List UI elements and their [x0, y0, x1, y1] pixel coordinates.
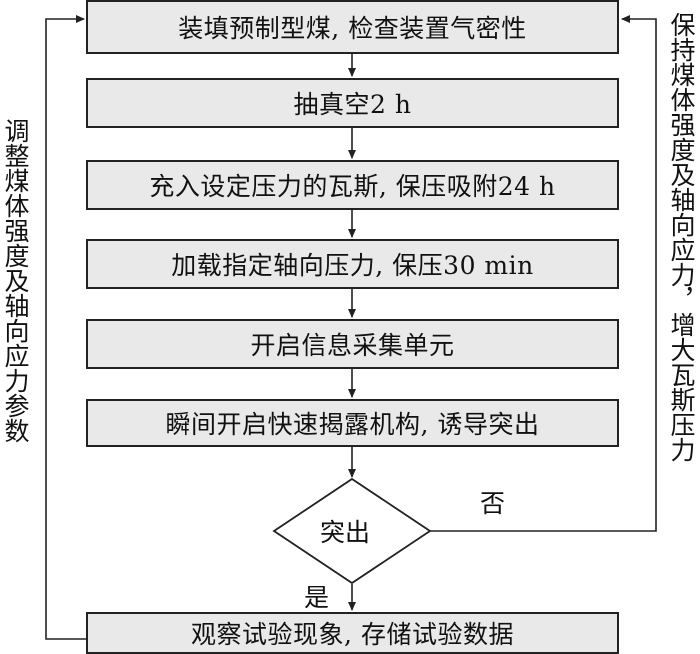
step-gas-adsorption: 充入设定压力的瓦斯, 保压吸附24 h	[86, 160, 619, 210]
no-branch-loop	[430, 15, 657, 532]
branch-no-label: 否	[480, 489, 506, 518]
step-axial-load: 加载指定轴向压力, 保压30 min	[86, 239, 619, 289]
decision-label: 突出	[320, 518, 371, 547]
right-loop-label: 保持煤体强度及轴向应力，增大瓦斯压力	[667, 12, 696, 462]
decision-diamond	[272, 477, 432, 585]
step-load-coal: 装填预制型煤, 检查装置气密性	[86, 0, 619, 54]
adjust-loop	[45, 15, 86, 640]
step-vacuum: 抽真空2 h	[86, 78, 619, 128]
step-observe-record: 观察试验现象, 存储试验数据	[86, 612, 619, 654]
left-loop-label: 调整煤体强度及轴向应力参数	[1, 118, 30, 443]
step-open-mechanism: 瞬间开启快速揭露机构, 诱导突出	[86, 399, 619, 447]
step-start-acquisition: 开启信息采集单元	[86, 319, 619, 369]
branch-yes-label: 是	[304, 583, 330, 612]
